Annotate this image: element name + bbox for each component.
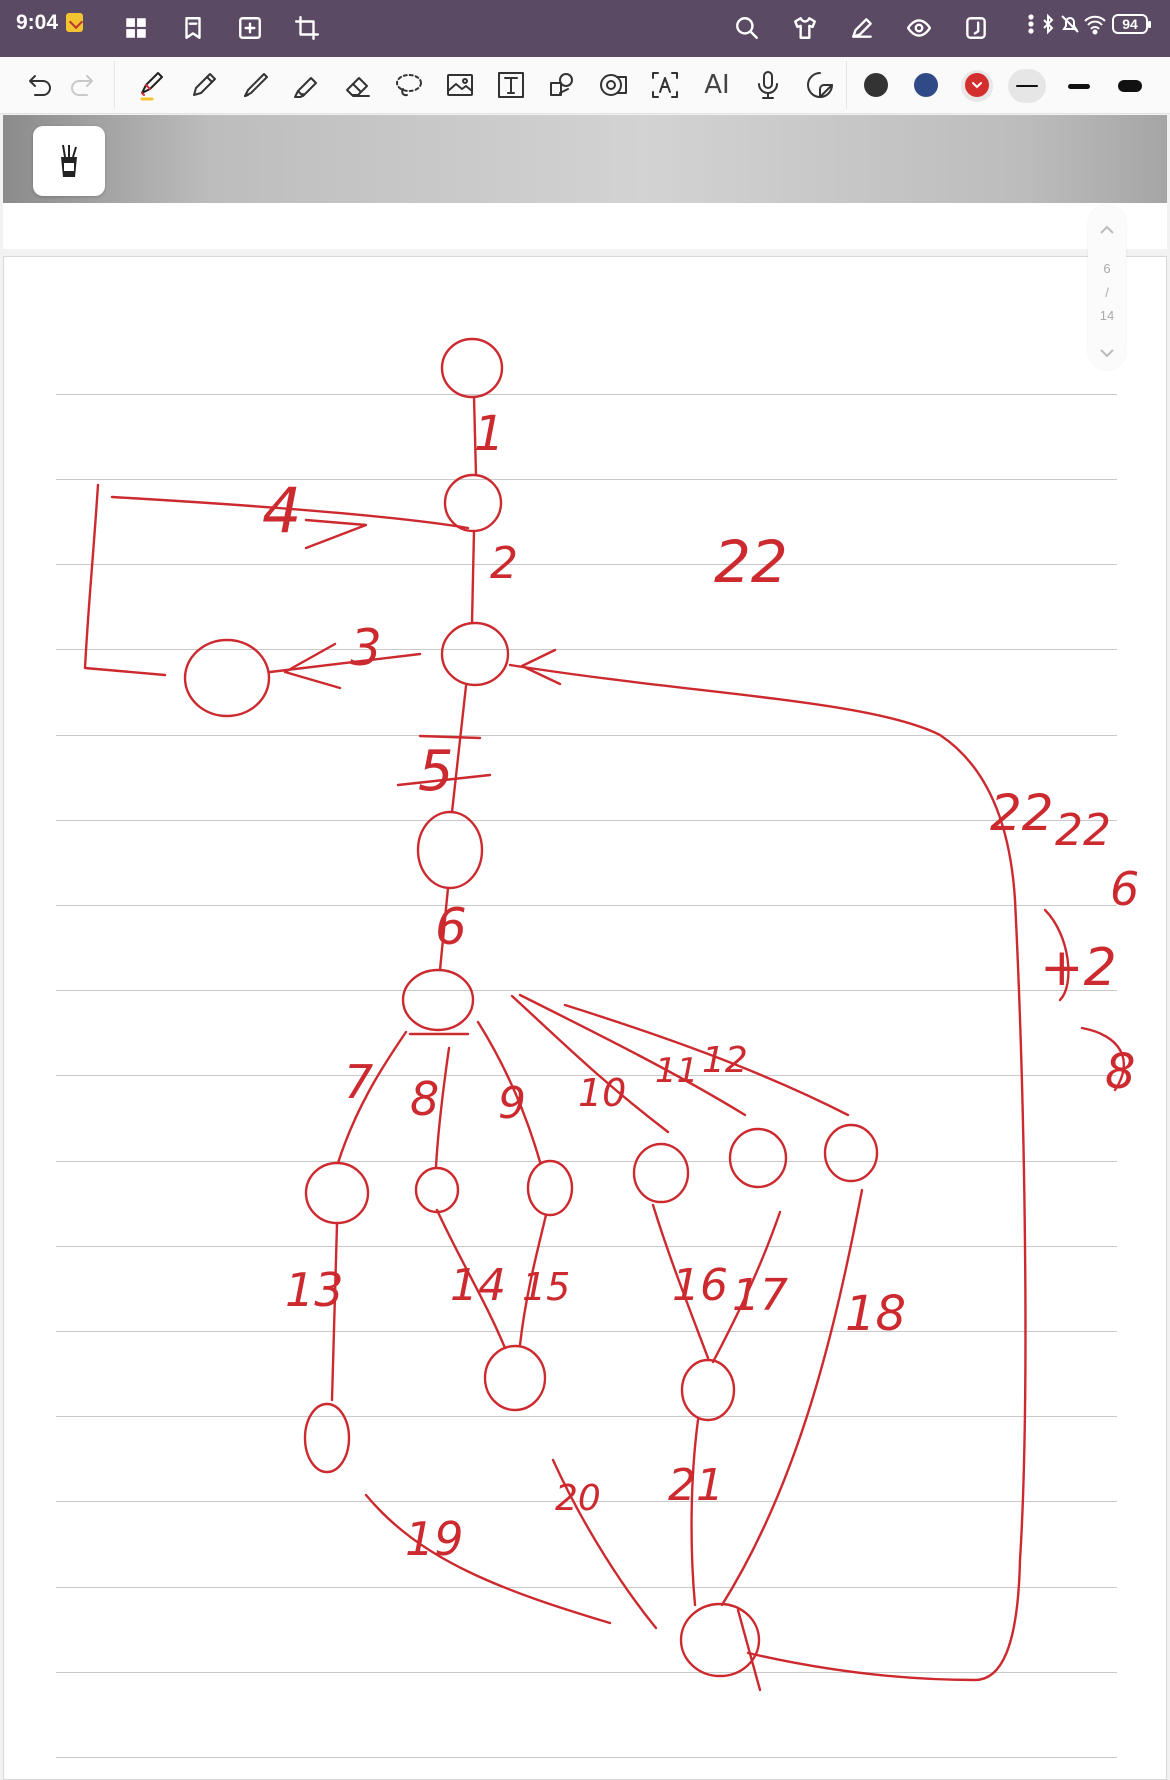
stroke-width-medium[interactable] (1068, 84, 1090, 89)
microphone-icon[interactable] (748, 65, 788, 105)
redo-icon[interactable] (64, 65, 104, 105)
pencil-icon[interactable] (184, 65, 224, 105)
pen-mode-icon[interactable] (848, 14, 876, 42)
color-swatch-red[interactable] (965, 73, 989, 97)
stroke-width-thick[interactable] (1118, 80, 1142, 92)
ruled-line (56, 990, 1117, 991)
page-settings-icon[interactable] (962, 14, 990, 42)
notebook-cover-band (3, 115, 1167, 203)
ai-label: AI (704, 70, 730, 100)
current-page: 6 (1103, 261, 1111, 276)
mute-icon (1060, 13, 1080, 35)
ruled-line (56, 394, 1117, 395)
ruled-line (56, 1331, 1117, 1332)
image-icon[interactable] (440, 65, 480, 105)
bluetooth-icon (1042, 13, 1054, 35)
status-bar: 9:04 94 (0, 0, 1170, 57)
ruled-line (56, 1672, 1117, 1673)
ruled-line (56, 1416, 1117, 1417)
ruled-line (56, 479, 1117, 480)
ai-icon[interactable]: AI (697, 65, 737, 105)
battery-level: 94 (1122, 16, 1138, 32)
eraser-icon[interactable] (337, 65, 377, 105)
toolbar-divider (846, 61, 847, 109)
notes-app-icon (66, 13, 83, 32)
chevron-down-icon (972, 82, 982, 89)
undo-icon[interactable] (18, 65, 58, 105)
ruled-line (56, 649, 1117, 650)
read-mode-icon[interactable] (905, 14, 933, 42)
battery-indicator: 94 (1112, 14, 1151, 34)
ruled-line (56, 735, 1117, 736)
bookmark-icon[interactable] (179, 14, 207, 42)
chevron-up-icon[interactable] (1097, 220, 1117, 240)
pen-cup-icon (61, 144, 77, 177)
ruled-line (56, 564, 1117, 565)
ruled-line (56, 905, 1117, 906)
wifi-icon (1083, 13, 1107, 35)
apps-grid-icon[interactable] (122, 14, 150, 42)
pen-holder-button[interactable] (33, 126, 105, 196)
ruled-line (56, 1246, 1117, 1247)
ruled-line (56, 1757, 1117, 1758)
page-gap-strip (3, 203, 1167, 249)
ruled-line (56, 1161, 1117, 1162)
clock: 9:04 (16, 11, 59, 34)
lasso-icon[interactable] (389, 65, 429, 105)
stroke-preview-thin (1016, 85, 1038, 87)
text-box-icon[interactable] (491, 65, 531, 105)
search-icon[interactable] (733, 14, 761, 42)
ocr-icon[interactable] (645, 65, 685, 105)
notebook-page[interactable] (3, 256, 1167, 1780)
color-swatch-blue[interactable] (914, 73, 938, 97)
drawing-toolbar: AI (0, 57, 1170, 114)
theme-shirt-icon[interactable] (791, 14, 819, 42)
page-navigator: 6 / 14 (1088, 205, 1126, 370)
toolbar-divider (114, 61, 115, 109)
more-icon[interactable] (1028, 13, 1034, 35)
ballpoint-icon[interactable] (236, 65, 276, 105)
sticker-icon[interactable] (800, 65, 840, 105)
ruled-line (56, 1587, 1117, 1588)
page-separator: / (1105, 285, 1109, 300)
stroke-width-thin-selected[interactable] (1008, 69, 1046, 103)
total-pages: 14 (1099, 308, 1115, 323)
tape-icon[interactable] (593, 65, 633, 105)
chevron-down-icon[interactable] (1097, 343, 1117, 363)
ruled-line (56, 1075, 1117, 1076)
color-swatch-dark-gray[interactable] (864, 73, 888, 97)
add-page-icon[interactable] (236, 14, 264, 42)
ruled-line (56, 820, 1117, 821)
highlighter-icon[interactable] (286, 65, 326, 105)
crop-icon[interactable] (293, 14, 321, 42)
ruled-line (56, 1501, 1117, 1502)
shape-icon[interactable] (542, 65, 582, 105)
fountain-pen-icon[interactable] (132, 65, 172, 105)
